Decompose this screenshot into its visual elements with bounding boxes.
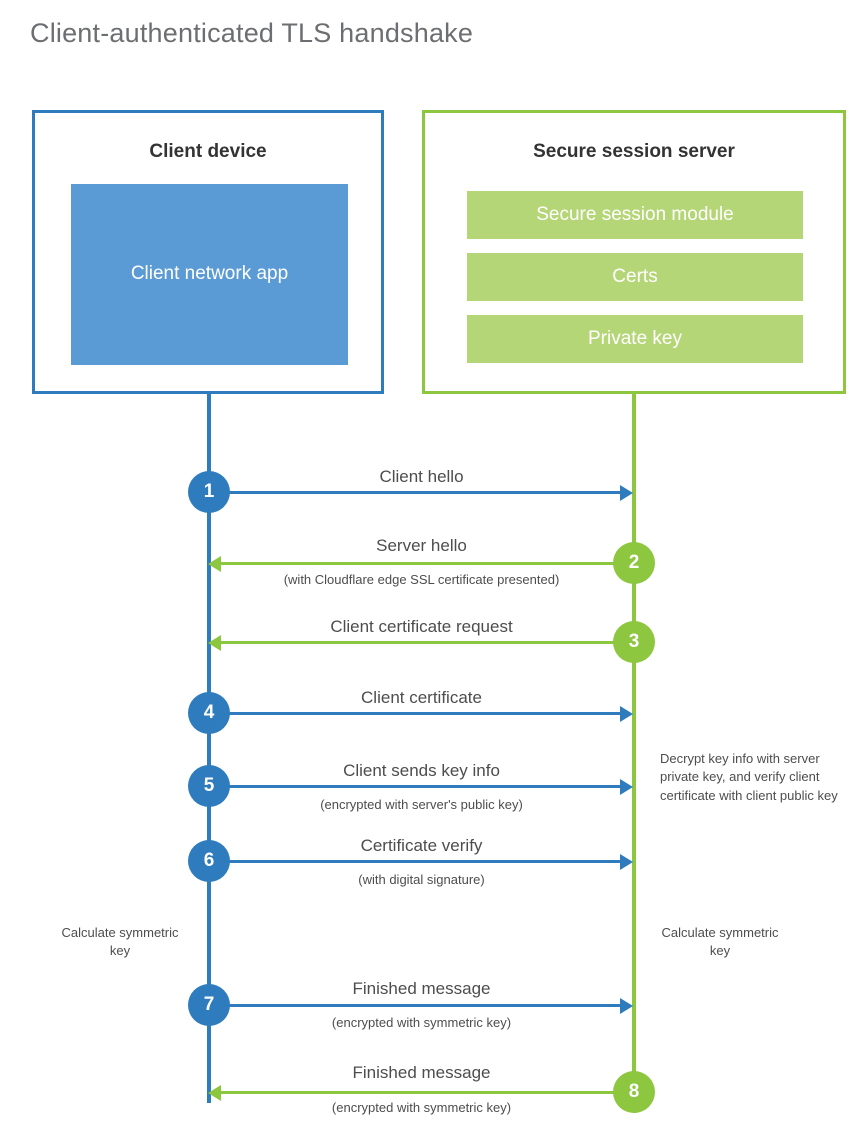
step-7-arrow-head <box>620 998 633 1014</box>
step-circle-7[interactable]: 7 <box>188 984 230 1026</box>
step-4-arrow-head <box>620 706 633 722</box>
step-6-arrow-line <box>229 860 622 863</box>
step-4-label: Client certificate <box>361 688 482 707</box>
step-2-arrow-line <box>221 562 621 565</box>
certs-block: Certs <box>467 253 803 301</box>
page-title: Client-authenticated TLS handshake <box>30 18 474 48</box>
step-5-sublabel: (encrypted with server's public key) <box>320 797 523 812</box>
secure-session-server-title: Secure session server <box>533 141 735 162</box>
step-8-sublabel: (encrypted with symmetric key) <box>331 1100 512 1115</box>
server-decrypt-annotation: Decrypt key info with server private key… <box>660 751 838 803</box>
step-1-arrow-line <box>229 491 622 494</box>
step-6-arrow-head <box>620 854 633 870</box>
step-8-label: Finished message <box>352 1063 491 1082</box>
private-key-block: Private key <box>467 315 803 363</box>
step-1-arrow-head <box>620 485 633 501</box>
step-7-sublabel: (encrypted with symmetric key) <box>331 1015 512 1030</box>
server-lifeline <box>632 391 636 1094</box>
step-circle-8[interactable]: 8 <box>613 1071 655 1113</box>
step-2-sublabel: (with Cloudflare edge SSL certificate pr… <box>283 572 560 587</box>
step-3-arrow-head <box>208 635 221 651</box>
step-5-label: Client sends key info <box>343 761 500 780</box>
step-7-arrow-line <box>229 1004 622 1007</box>
step-5-arrow-head <box>620 779 633 795</box>
step-6-sublabel: (with digital signature) <box>358 872 485 887</box>
step-5-arrow-line <box>229 785 622 788</box>
step-circle-2[interactable]: 2 <box>613 542 655 584</box>
step-circle-4[interactable]: 4 <box>188 692 230 734</box>
server-calculate-symmetric-key-annotation: Calculate symmetric key <box>661 925 779 959</box>
step-circle-6[interactable]: 6 <box>188 840 230 882</box>
step-1-label: Client hello <box>379 467 464 486</box>
step-8-arrow-line <box>221 1091 621 1094</box>
step-6-label: Certificate verify <box>360 836 483 855</box>
step-7-label: Finished message <box>352 979 491 998</box>
secure-session-server-box: Secure session server Secure session mod… <box>422 110 846 394</box>
client-network-app-block: Client network app <box>71 184 348 365</box>
step-circle-5[interactable]: 5 <box>188 765 230 807</box>
step-4-arrow-line <box>229 712 622 715</box>
step-2-arrow-head <box>208 556 221 572</box>
client-device-title: Client device <box>149 141 267 162</box>
step-circle-1[interactable]: 1 <box>188 471 230 513</box>
secure-session-module-block: Secure session module <box>467 191 803 239</box>
client-calculate-symmetric-key-annotation: Calculate symmetric key <box>61 925 179 959</box>
step-2-label: Server hello <box>376 536 467 555</box>
step-3-label: Client certificate request <box>330 617 513 636</box>
step-3-arrow-line <box>221 641 621 644</box>
client-lifeline <box>207 391 211 1103</box>
step-8-arrow-head <box>208 1085 221 1101</box>
step-circle-3[interactable]: 3 <box>613 621 655 663</box>
client-device-box: Client device Client network app <box>32 110 384 394</box>
